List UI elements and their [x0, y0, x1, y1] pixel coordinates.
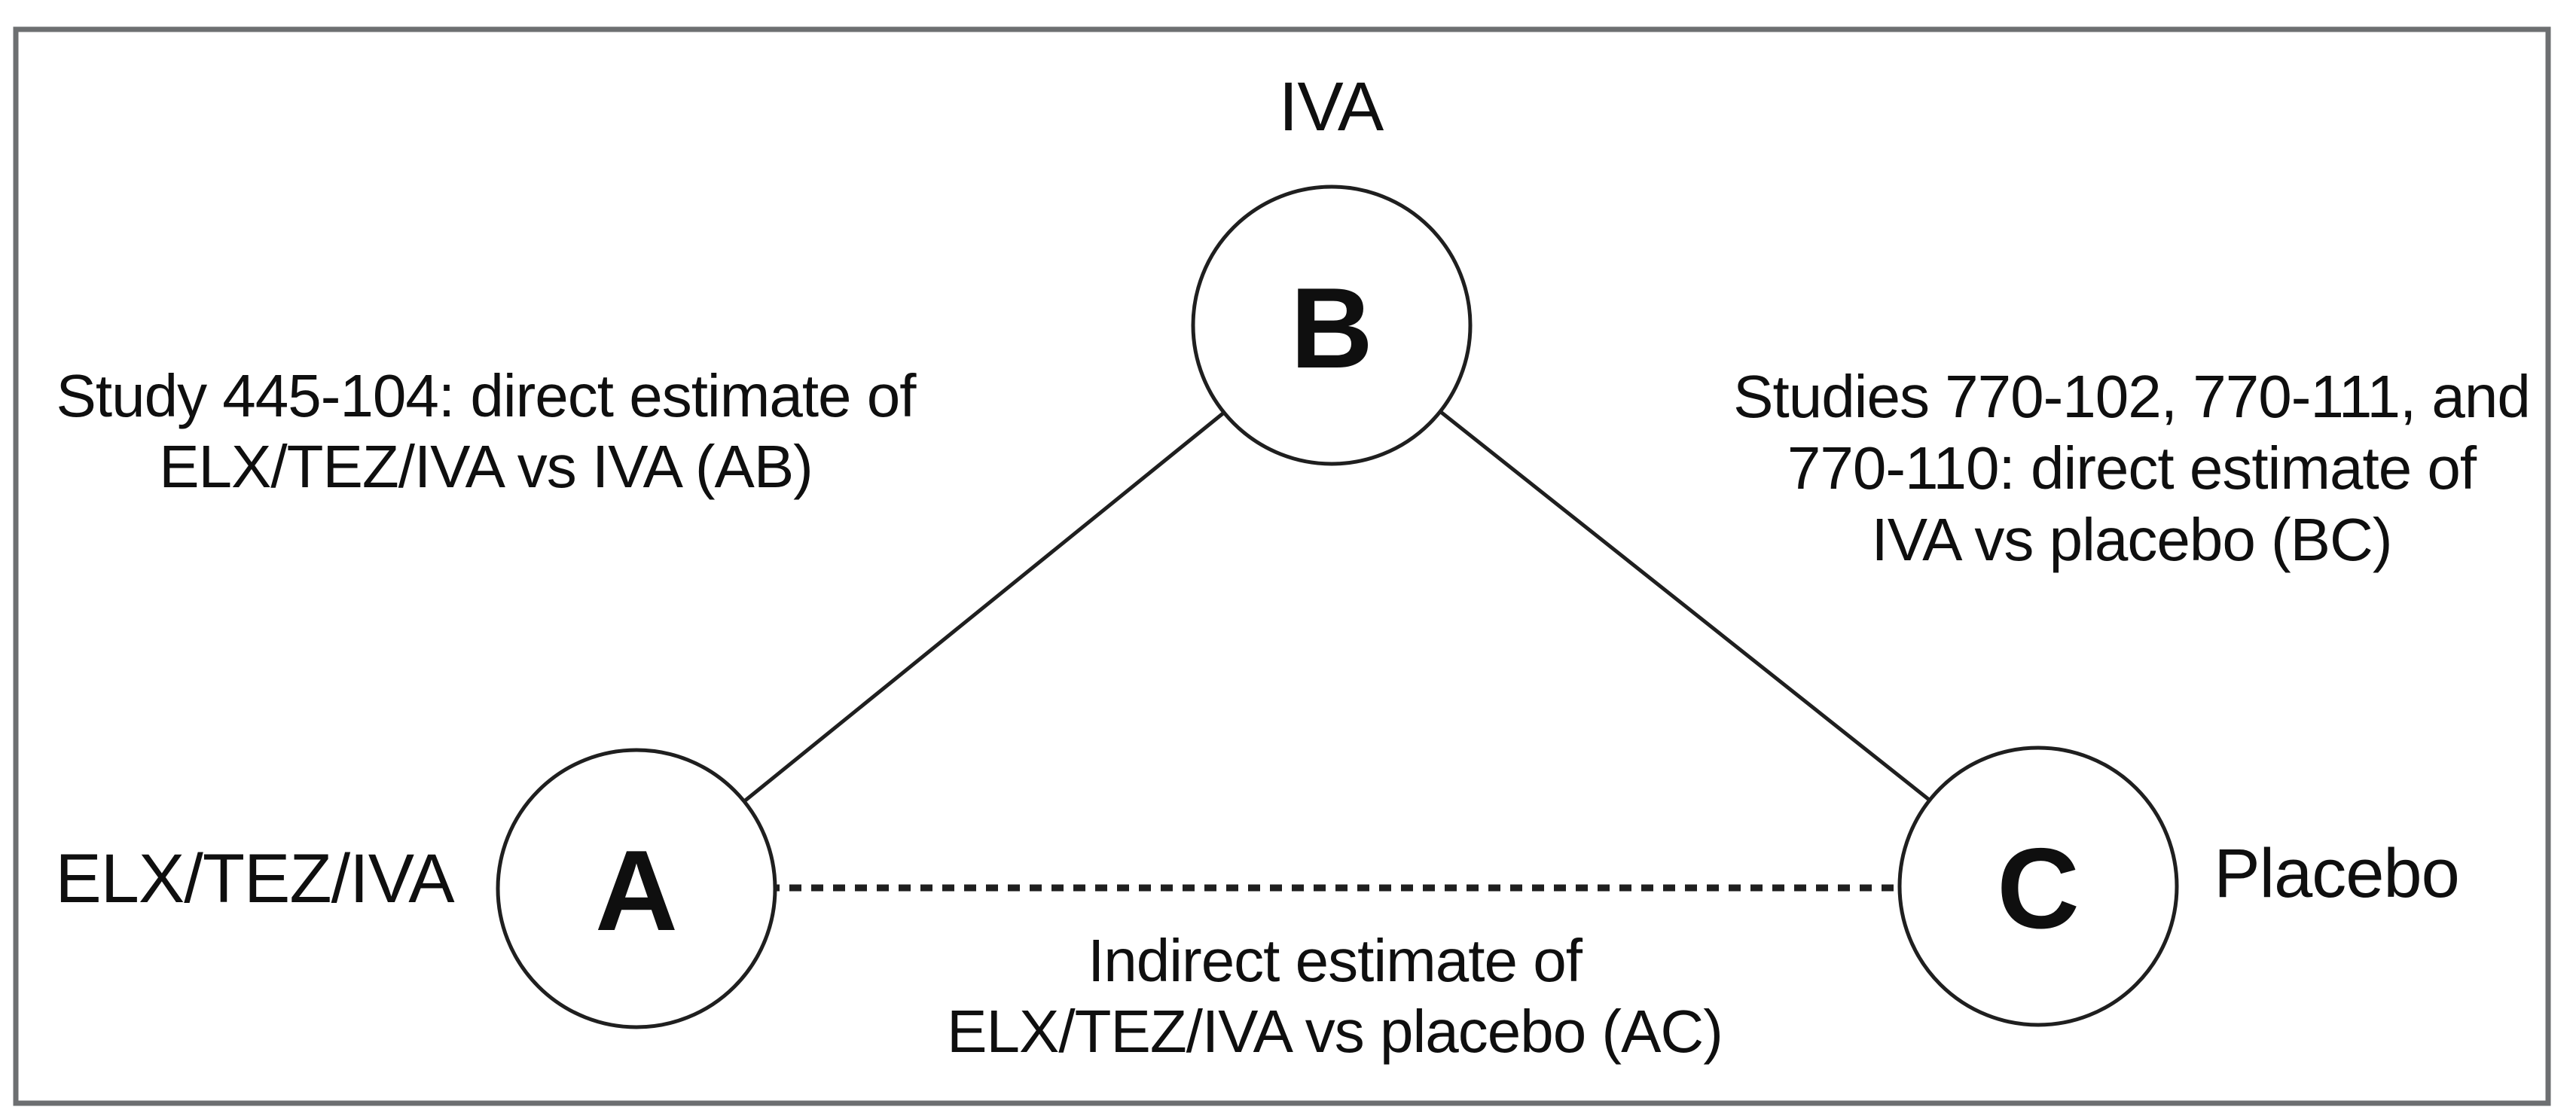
- edge-bc-caption-line-3: IVA vs placebo (BC): [1872, 506, 2392, 573]
- edge-bc-caption: Studies 770-102, 770-111, and 770-110: d…: [1733, 363, 2531, 573]
- node-b-circle: [1191, 184, 1473, 466]
- edge-ab-line: [634, 323, 1334, 891]
- edge-ac-caption-line-2: ELX/TEZ/IVA vs placebo (AC): [947, 998, 1723, 1065]
- edge-ab-caption-line-1: Study 445-104: direct estimate of: [56, 362, 917, 429]
- node-b-letter: B: [1290, 264, 1373, 392]
- node-c-label-placebo: Placebo: [2214, 835, 2458, 912]
- edge-ac-caption-line-1: Indirect estimate of: [1088, 927, 1583, 994]
- edge-bc-caption-line-2: 770-110: direct estimate of: [1787, 435, 2477, 502]
- node-a-letter: A: [595, 827, 678, 955]
- diagram-frame: [13, 26, 2551, 1106]
- node-a-circle: [496, 748, 777, 1029]
- edge-bc-caption-line-1: Studies 770-102, 770-111, and: [1733, 363, 2530, 430]
- node-a-label-elx-tez-iva: ELX/TEZ/IVA: [55, 840, 455, 917]
- edge-ab-caption-line-2: ELX/TEZ/IVA vs IVA (AB): [159, 433, 813, 500]
- node-c-letter: C: [1997, 825, 2080, 953]
- edge-bc-line: [1329, 323, 2040, 889]
- node-b-label-iva: IVA: [1279, 69, 1384, 145]
- node-c-circle: [1897, 746, 2179, 1027]
- edge-ab-caption: Study 445-104: direct estimate of ELX/TE…: [56, 362, 918, 500]
- edge-ac-caption: Indirect estimate of ELX/TEZ/IVA vs plac…: [947, 927, 1723, 1065]
